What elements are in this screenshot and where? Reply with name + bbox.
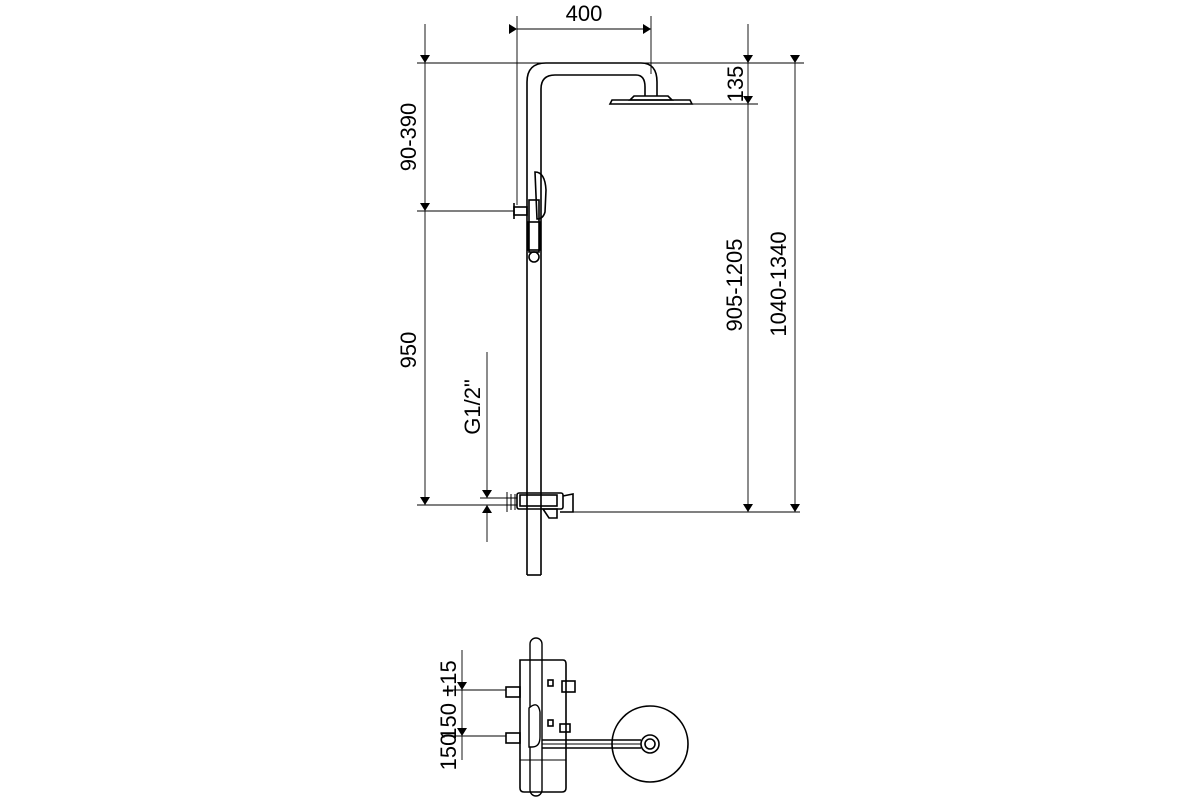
- dim-arm-length: 400: [566, 1, 603, 26]
- shower-head-top: [611, 705, 689, 783]
- dim-inlet-spacing-nominal: 150: [436, 734, 461, 771]
- extension-lines: [417, 16, 804, 513]
- inlet-connector: [480, 492, 517, 512]
- dim-head-drop: 135: [723, 66, 748, 103]
- dim-holder-height: 950: [396, 332, 421, 369]
- shower-head: [608, 95, 694, 105]
- hand-shower: [527, 171, 547, 263]
- riser-pipe-inner: [540, 74, 646, 575]
- dim-inlet-spacing: 150 ±15: [436, 660, 461, 739]
- dim-head-height-range: 905-1205: [722, 239, 747, 332]
- front-view: 400 90-390 950 G1/2" 135 905-1205 1040-1…: [396, 1, 804, 576]
- dim-inlet-thread: G1/2": [460, 379, 485, 435]
- holder-bracket: [513, 203, 528, 219]
- dim-total-height-range: 1040-1340: [766, 231, 791, 336]
- dim-holder-adjust: 90-390: [396, 103, 421, 172]
- thermostat-body: [516, 492, 574, 519]
- thermostat-body-top: [519, 659, 567, 793]
- dimension-lines: [420, 24, 800, 542]
- top-view: 150 ±15 150: [436, 637, 689, 797]
- riser-pipe: [526, 62, 658, 575]
- control-knob: [528, 704, 541, 748]
